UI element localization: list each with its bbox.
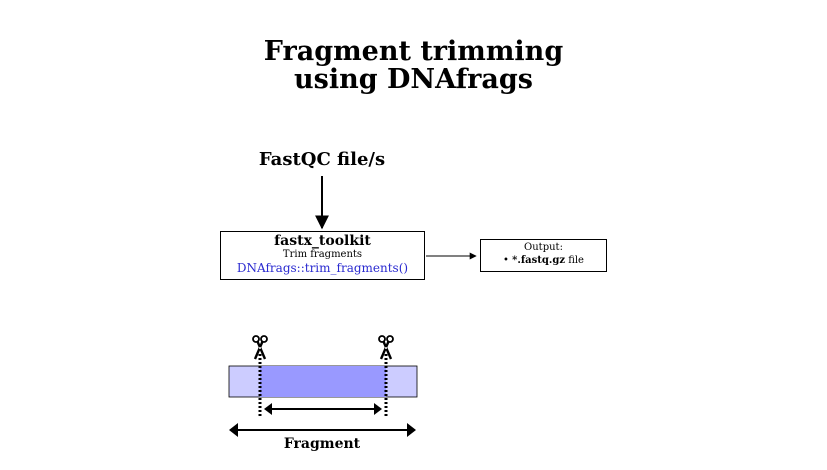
diagram-title: Fragment trimming using DNAfrags: [0, 38, 827, 94]
output-box: Output: • *.fastq.gz file: [480, 239, 607, 272]
tool-function: DNAfrags::trim_fragments(): [236, 261, 409, 275]
trimmed-arrow-left: [264, 403, 272, 415]
output-file-name: *.fastq.gz: [512, 255, 565, 266]
trimmed-arrow-right: [374, 403, 382, 415]
tool-description: Trim fragments: [282, 249, 363, 260]
input-label: FastQC file/s: [258, 149, 386, 170]
tool-name: fastx_toolkit: [274, 233, 371, 249]
fragment-bar-kept: [260, 366, 386, 397]
title-line-1: Fragment trimming: [263, 36, 564, 67]
output-item: • *.fastq.gz file: [481, 254, 606, 267]
fragment-label: Fragment: [283, 436, 361, 452]
fragment-arrow-right: [407, 423, 416, 437]
tool-box: fastx_toolkit Trim fragments DNAfrags::t…: [220, 231, 425, 280]
output-file-suffix: file: [568, 255, 584, 266]
output-bullet: •: [503, 255, 509, 266]
title-line-2: using DNAfrags: [294, 64, 533, 95]
fragment-arrow-left: [229, 423, 238, 437]
output-title: Output:: [524, 242, 563, 253]
